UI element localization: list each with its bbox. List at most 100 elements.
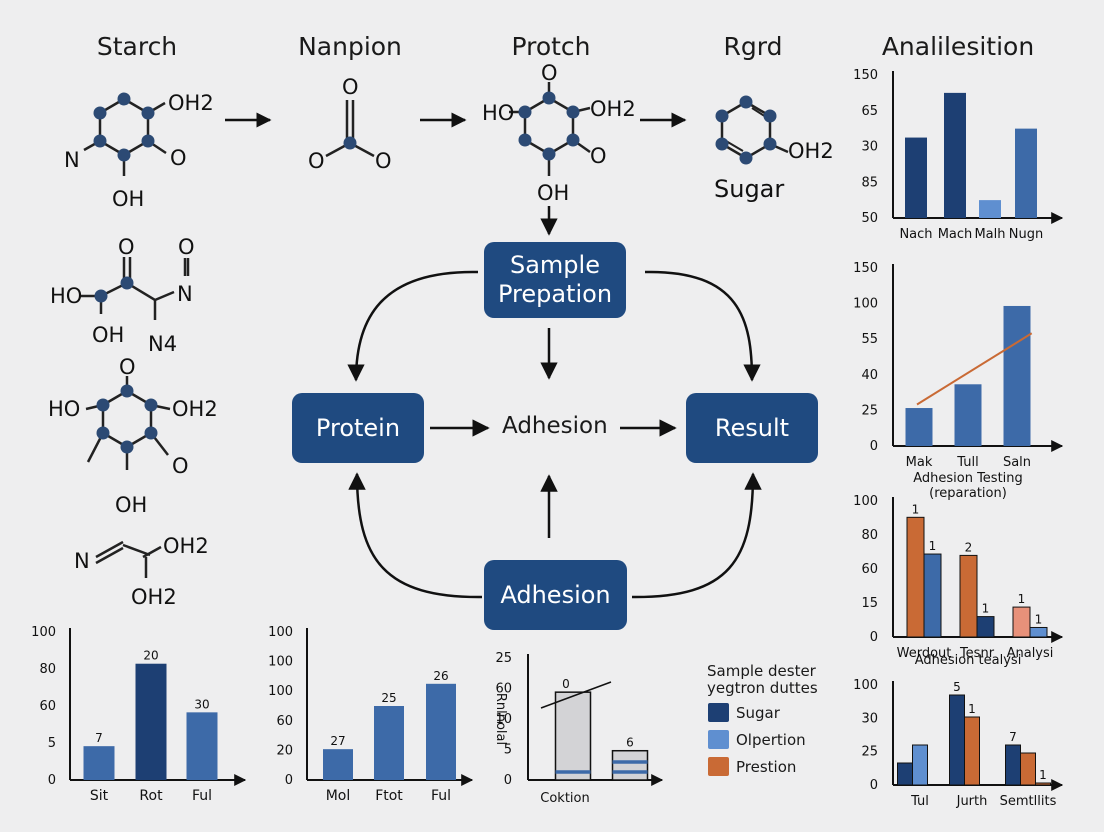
result-box: Result [686,393,818,463]
x-tick-label: Coktion [540,791,589,806]
chart-title: Adhesion tealysi [915,653,1022,668]
y-tick-label: 25 [861,403,878,418]
x-tick-label: Tul [910,794,929,809]
data-label: 5 [953,680,961,694]
nanpion-label-left: O [308,149,325,173]
chart-title: Adhesion Testing [913,471,1023,486]
data-label: 1 [929,539,937,553]
rgrd-molecule: OH2 Sugar [714,95,834,203]
bar [323,749,353,780]
bar [923,553,942,638]
legend-title-line2: yegtron duttes [707,679,818,697]
y-tick-label: 25 [861,745,878,760]
bar [964,716,980,786]
bar [135,663,167,780]
legend-title-line1: Sample dester [707,662,817,680]
y-tick-label: 5 [48,736,56,751]
y-tick-label: 100 [853,494,878,509]
protch-molecule: O HO OH2 O OH [482,61,636,205]
bar [1012,606,1031,638]
arrow-adhesion-to-result-bottom [631,472,762,599]
trend-line [916,332,1033,406]
x-tick-label: Semtllits [1000,794,1057,809]
starch-label-oh: OH [112,187,144,211]
x-tick-label: Jurth [956,794,988,809]
x-tick-label: Mol [326,788,351,804]
rgrd-label-oh2: OH2 [788,139,834,163]
data-label: 7 [1009,730,1017,744]
x-tick-label: Mak [906,455,933,470]
y-tick-label: 80 [39,662,56,677]
x-tick-label: Ftot [375,788,403,804]
ring3-label-oh2: OH2 [172,397,218,421]
bar [905,137,927,218]
protch-label-o: O [590,144,607,168]
x-tick-label: Ful [431,788,451,804]
ring3-label-top: O [119,355,136,379]
adhesion-center-label: Adhesion [502,413,608,439]
y-tick-label: 20 [276,743,293,758]
imine-label-oh2: OH2 [163,534,209,558]
data-label: 2 [965,540,973,554]
data-label: 27 [330,734,345,748]
bar [944,92,966,218]
ring3-label-oh: OH [115,493,147,517]
y-tick-label: 65 [861,104,878,119]
bar [949,694,965,786]
y-tick-label: 5 [504,743,512,758]
adhesion-bottom-box: Adhesion [484,560,627,630]
legend-label-prestion: Prestion [736,758,796,776]
data-label: 7 [95,731,103,745]
y-tick-label: 25 [495,651,512,666]
arrow-adhesion-to-protein [348,472,483,599]
starch-label-o: O [170,146,187,170]
chain-label-o2: O [178,235,195,259]
y-axis-label: Rnlnolal [493,693,508,745]
ring3-label-o: O [172,454,189,478]
data-label: 1 [912,502,920,516]
y-tick-label: 0 [48,773,56,788]
title-rgrd: Rgrd [724,32,783,61]
bar [374,706,404,780]
title-analilesition: Analilesition [882,32,1034,61]
y-tick-label: 15 [861,596,878,611]
title-nanpion: Nanpion [298,32,402,61]
y-tick-label: 0 [504,773,512,788]
annotation-line [540,681,612,709]
title-starch: Starch [97,32,177,61]
x-tick-label: Werdout [897,646,952,661]
y-tick-label: 100 [268,684,293,699]
bar [426,683,456,780]
data-label: 26 [433,669,448,683]
chain-label-oh: OH [92,323,124,347]
data-label: 1 [1018,592,1026,606]
y-tick-label: 60 [276,714,293,729]
protch-label-top: O [541,61,558,85]
bar [1020,752,1036,786]
y-tick-label: 150 [853,261,878,276]
nanpion-label-top: O [342,75,359,99]
y-tick-label: 100 [31,625,56,640]
column-titles: Starch Nanpion Protch Rgrd Analilesition [97,32,1034,61]
legend-label-olpertion: Olpertion [736,731,806,749]
bar [1035,782,1051,786]
bar [959,554,978,638]
x-tick-label: Malh [974,227,1005,242]
y-tick-label: 60 [495,682,512,697]
data-label: 1 [968,702,976,716]
legend: Sample dester yegtron duttes Sugar Olper… [707,662,818,776]
protein-box: Protein [292,393,424,463]
data-label: 1 [1039,768,1047,782]
flow-connectors [347,206,762,599]
starch-molecule: OH2 N O OH [64,91,214,211]
ring3-molecule: O HO OH2 O OH [48,355,218,517]
y-tick-label: 0 [870,630,878,645]
y-tick-label: 100 [853,678,878,693]
x-tick-label: Nugn [1009,227,1043,242]
y-tick-label: 150 [853,68,878,83]
data-label: 25 [381,691,396,705]
